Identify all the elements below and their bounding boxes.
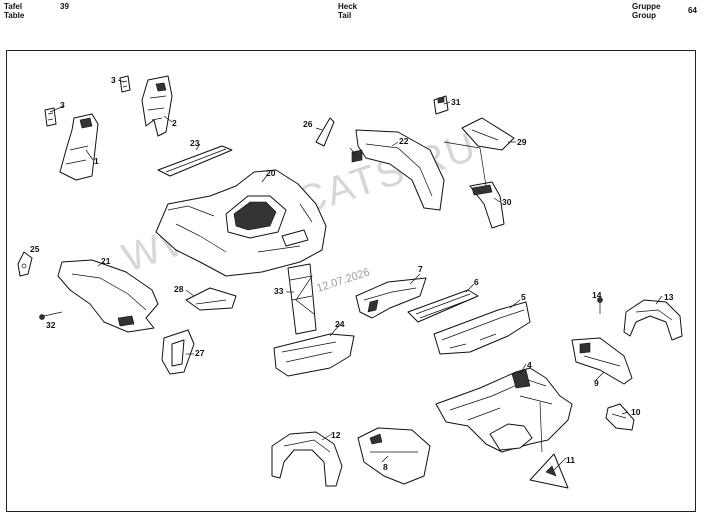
callout-10: 10 xyxy=(631,407,641,417)
callout-2: 2 xyxy=(172,118,177,128)
callout-30: 30 xyxy=(502,197,512,207)
part-29-panel xyxy=(461,117,515,151)
callout-20: 20 xyxy=(266,168,276,178)
part-2-pillar xyxy=(141,75,173,137)
part-5-rear-apron xyxy=(433,301,531,355)
callout-25: 25 xyxy=(30,244,40,254)
leader-lines xyxy=(49,79,663,471)
callout-27: 27 xyxy=(195,348,205,358)
callout-23: 23 xyxy=(190,138,200,148)
part-7-panel xyxy=(355,277,427,319)
group-label-en: Group xyxy=(632,11,656,20)
part-31-bracket xyxy=(433,95,449,115)
callout-6: 6 xyxy=(474,277,479,287)
callout-13: 13 xyxy=(664,292,674,302)
callout-21: 21 xyxy=(101,256,111,266)
callout-14: 14 xyxy=(592,290,602,300)
table-label: Tafel Table xyxy=(4,2,24,20)
part-24-panel xyxy=(273,333,355,377)
table-label-de: Tafel xyxy=(4,2,23,11)
callout-5: 5 xyxy=(521,292,526,302)
callout-8: 8 xyxy=(383,462,388,472)
part-32-screw xyxy=(39,311,63,320)
section-title-de: Heck xyxy=(338,2,358,11)
part-12-wheelhouse xyxy=(271,431,343,487)
part-11-triangle-plate xyxy=(529,453,569,489)
group-label: Gruppe Group xyxy=(632,2,660,20)
callout-31: 31 xyxy=(451,97,461,107)
table-number: 39 xyxy=(60,2,69,11)
callout-28: 28 xyxy=(174,284,184,294)
callout-29: 29 xyxy=(517,137,527,147)
part-28-cover-plate xyxy=(185,287,237,311)
part-8-panel xyxy=(357,427,431,485)
part-9-bracket xyxy=(571,337,633,385)
part-1-pillar xyxy=(59,113,99,181)
group-label-de: Gruppe xyxy=(632,2,661,11)
part-13-wheelhouse xyxy=(623,299,683,341)
part-10-bracket xyxy=(605,403,635,431)
part-4-rear-floor xyxy=(435,367,573,453)
part-21-wheel-arch-panel xyxy=(57,259,159,333)
callout-1: 1 xyxy=(94,156,99,166)
callout-32: 32 xyxy=(46,320,56,330)
part-30-panel xyxy=(469,181,505,229)
callout-12: 12 xyxy=(331,430,341,440)
part-14-screw xyxy=(597,297,603,314)
callout-33: 33 xyxy=(274,286,284,296)
callout-26: 26 xyxy=(303,119,313,129)
diagram-frame xyxy=(6,50,696,512)
callout-22: 22 xyxy=(399,136,409,146)
watermark-date: 12.07.2026 xyxy=(315,266,371,294)
section-title: Heck Tail xyxy=(338,2,357,20)
callout-3-upper: 3 xyxy=(111,75,116,85)
part-3-bracket-lower xyxy=(44,107,57,127)
callout-11: 11 xyxy=(566,455,575,465)
section-title-en: Tail xyxy=(338,11,352,20)
callout-3-lower: 3 xyxy=(60,100,65,110)
part-6-strip xyxy=(407,289,479,323)
callout-24: 24 xyxy=(335,319,345,329)
table-label-en: Table xyxy=(4,11,25,20)
part-3-bracket-upper xyxy=(119,75,131,93)
callout-4: 4 xyxy=(527,360,532,370)
part-23-trim-strip xyxy=(157,145,233,177)
part-33-support xyxy=(287,263,317,335)
callout-9: 9 xyxy=(594,378,599,388)
callout-7: 7 xyxy=(418,264,423,274)
part-20-rear-body xyxy=(155,169,327,277)
part-26-cover xyxy=(315,117,335,147)
part-25-flap xyxy=(17,251,33,277)
callout-labels: 1 2 3 3 4 5 6 7 8 9 10 11 12 13 14 20 21… xyxy=(30,75,674,472)
part-27-handle-recess xyxy=(161,329,195,375)
group-number: 64 xyxy=(688,6,697,15)
